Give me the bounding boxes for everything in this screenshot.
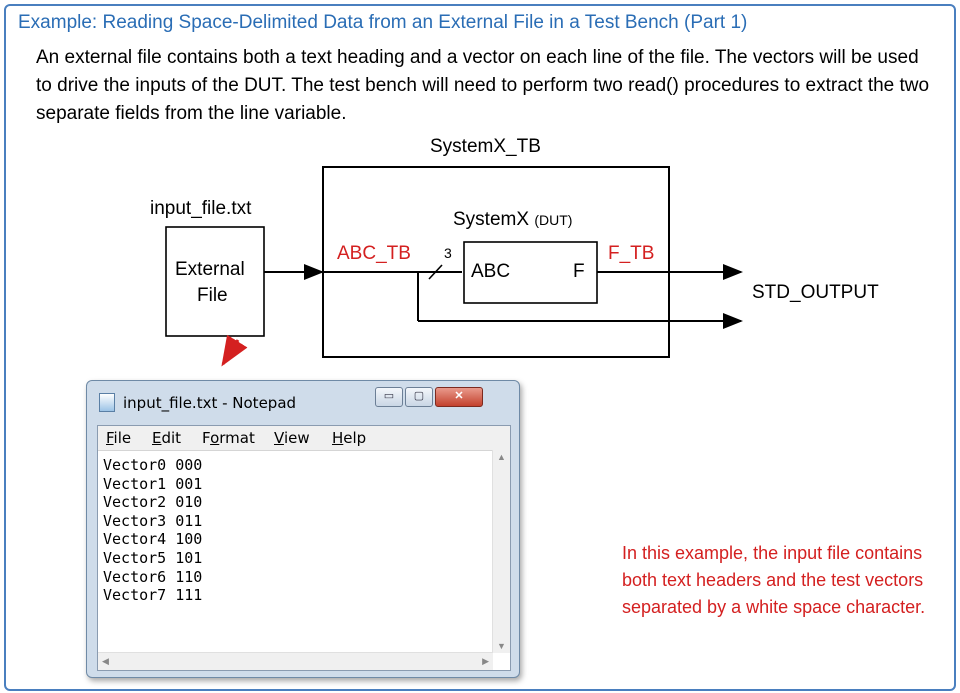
scroll-up-icon[interactable]: ▲: [497, 452, 506, 462]
dut-name: SystemX: [453, 209, 530, 230]
maximize-button[interactable]: ▢: [405, 387, 433, 407]
file-box-line1: External: [175, 259, 245, 280]
text-line: Vector5 101: [103, 548, 203, 567]
scroll-left-icon[interactable]: ◀: [102, 656, 109, 666]
menu-file-label: ile: [113, 429, 132, 447]
notepad-client-area: File Edit Format View Help Vector0 000 V…: [97, 425, 511, 671]
dut-port-out: F: [573, 261, 585, 282]
input-signal-label: ABC_TB: [337, 243, 411, 264]
scroll-right-icon[interactable]: ▶: [482, 656, 489, 666]
dut-port-in: ABC: [471, 261, 511, 282]
scroll-down-icon[interactable]: ▼: [497, 641, 506, 651]
vertical-scrollbar[interactable]: ▲ ▼: [492, 450, 510, 653]
horizontal-scrollbar[interactable]: ◀ ▶: [98, 652, 493, 670]
notepad-icon: [99, 393, 115, 412]
slide-title: Example: Reading Space-Delimited Data fr…: [18, 12, 748, 33]
menu-file-key: F: [106, 429, 114, 447]
testbench-label: SystemX_TB: [430, 136, 541, 157]
menu-edit[interactable]: Edit: [152, 429, 181, 447]
bus-width-label: 3: [444, 245, 452, 261]
close-button[interactable]: ✕: [435, 387, 483, 407]
minimize-button[interactable]: ▭: [375, 387, 403, 407]
dut-suffix: (DUT): [534, 212, 573, 228]
notepad-window: input_file.txt - Notepad ▭ ▢ ✕ File Edit…: [86, 380, 520, 678]
menu-view-key: V: [274, 429, 284, 447]
text-line: Vector2 010: [103, 493, 203, 512]
menu-help[interactable]: Help: [332, 429, 366, 447]
menu-edit-label: dit: [161, 429, 182, 447]
notepad-text-area[interactable]: Vector0 000 Vector1 001 Vector2 010 Vect…: [103, 456, 202, 605]
explanation-note: In this example, the input file contains…: [622, 543, 926, 617]
text-line: Vector6 110: [103, 567, 203, 586]
notepad-menubar: File Edit Format View Help: [98, 426, 510, 451]
notepad-title: input_file.txt - Notepad: [123, 394, 297, 412]
intro-paragraph: An external file contains both a text he…: [36, 47, 930, 124]
menu-file[interactable]: File: [106, 429, 131, 447]
file-name-label: input_file.txt: [150, 198, 252, 219]
output-signal-label: F_TB: [608, 243, 655, 264]
menu-view[interactable]: View: [274, 429, 310, 447]
menu-format[interactable]: Format: [202, 429, 255, 447]
menu-format-label-a: F: [202, 429, 211, 447]
text-line: Vector1 001: [103, 474, 203, 493]
menu-view-label: iew: [283, 429, 310, 447]
menu-edit-key: E: [152, 429, 162, 447]
menu-format-key: o: [210, 429, 220, 447]
menu-help-label: elp: [343, 429, 367, 447]
text-line: Vector0 000: [103, 456, 203, 474]
text-line: Vector4 100: [103, 530, 203, 549]
dut-label: SystemX (DUT): [453, 209, 572, 231]
menu-help-key: H: [332, 429, 344, 447]
menu-format-label-b: rmat: [219, 429, 255, 447]
file-box-line2: File: [197, 285, 228, 306]
text-line: Vector3 011: [103, 511, 203, 530]
text-line: Vector7 111: [103, 586, 203, 605]
output-destination-label: STD_OUTPUT: [752, 282, 879, 303]
notepad-titlebar[interactable]: input_file.txt - Notepad ▭ ▢ ✕: [87, 381, 519, 419]
